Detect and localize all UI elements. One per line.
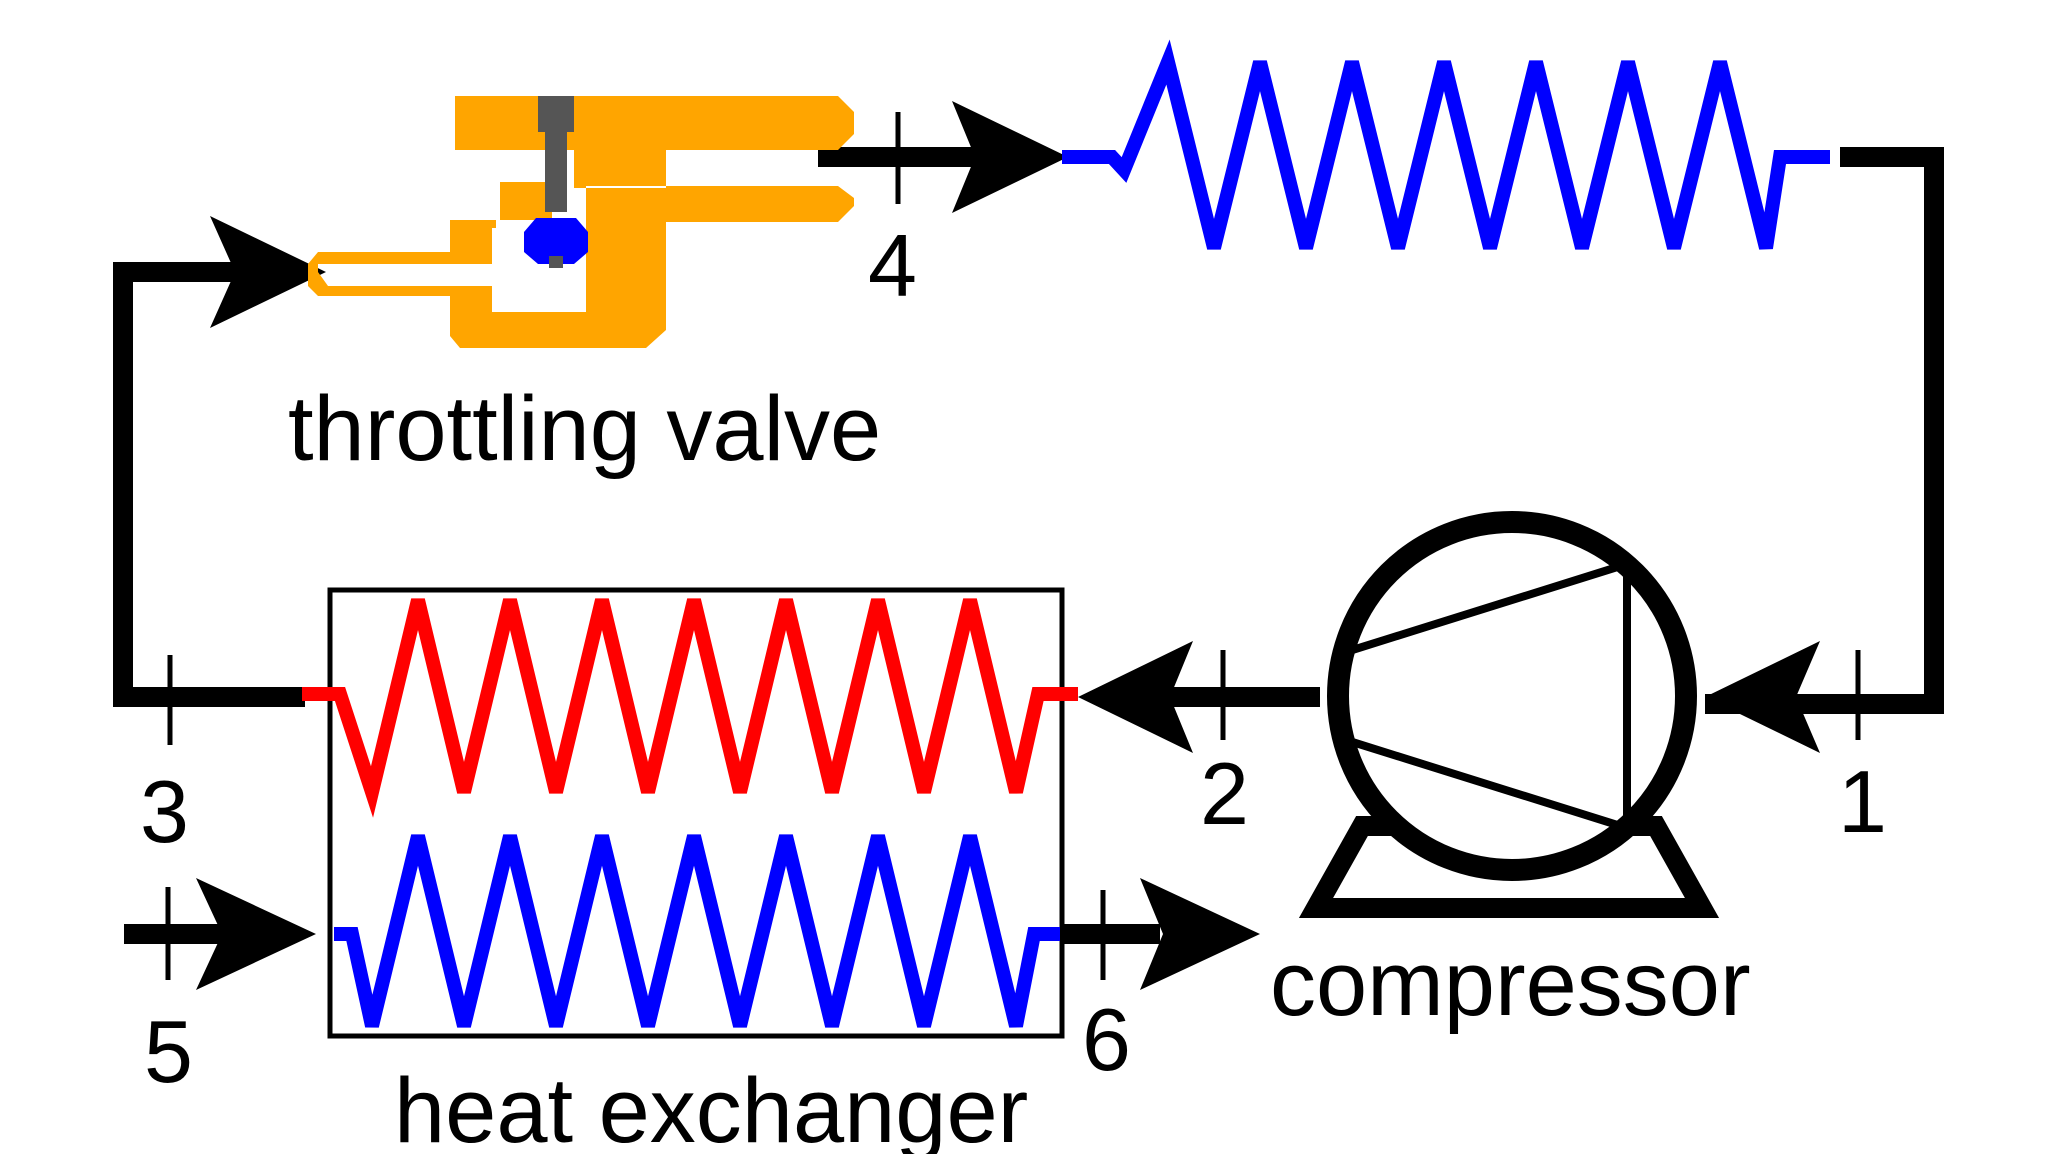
compressor: [1298, 511, 1720, 918]
valve-label: throttling valve: [288, 378, 881, 480]
state-point-6: 6: [1082, 990, 1131, 1089]
compressor-label: compressor: [1270, 933, 1751, 1035]
valve-stem-tip: [549, 256, 563, 268]
condenser-coil: [1062, 39, 1830, 250]
flow-arrows: [196, 101, 1820, 990]
valve-stem-top: [538, 96, 574, 132]
arrow-into-compressor: [1705, 641, 1820, 753]
arrow-into-condenser: [952, 101, 1068, 213]
pipe-condenser-to-compressor: [1705, 147, 1944, 714]
cold-coil: [334, 834, 1060, 1028]
state-point-4: 4: [868, 216, 917, 315]
state-point-5: 5: [144, 1002, 193, 1101]
valve-plug: [524, 218, 588, 264]
throttling-valve: [308, 96, 854, 348]
arrow-fluid-in: [196, 878, 316, 990]
heat-exchanger-box: [327, 587, 1065, 1039]
compressor-symbol: [1344, 558, 1631, 834]
state-point-ticks: [165, 112, 1861, 980]
state-point-2: 2: [1200, 744, 1249, 843]
hot-coil: [302, 598, 1078, 818]
valve-body: [308, 96, 854, 348]
state-point-1: 1: [1838, 752, 1887, 851]
piping: [113, 147, 1944, 944]
arrow-into-valve: [210, 216, 326, 328]
heat-exchanger: [302, 587, 1078, 1039]
compressor-housing: [1327, 511, 1697, 881]
state-point-3: 3: [140, 762, 189, 861]
arrow-fluid-out: [1140, 878, 1260, 990]
pipe-exchanger-to-valve: [113, 262, 305, 707]
arrow-into-exchanger: [1078, 641, 1193, 753]
heat-exchanger-label: heat exchanger: [394, 1060, 1028, 1154]
